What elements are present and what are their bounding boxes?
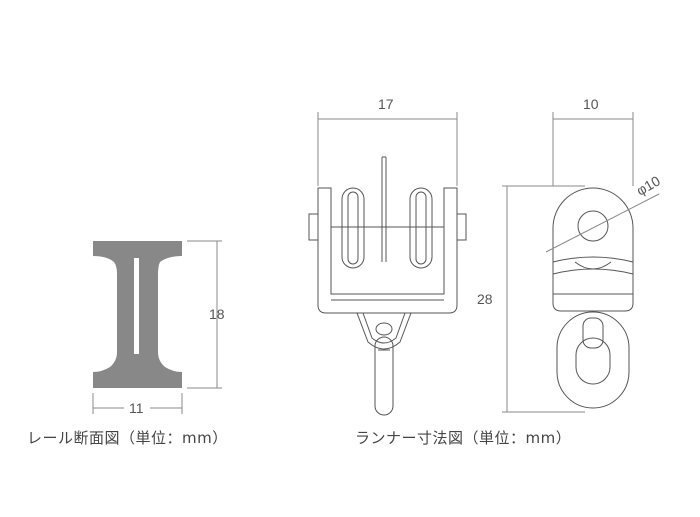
- runner-front-view: [308, 156, 467, 416]
- runner-height-dimension: [502, 185, 585, 413]
- rail-width-label: 11: [129, 400, 144, 416]
- front-width-label: 17: [378, 96, 394, 112]
- runner-height-label: 28: [477, 291, 493, 307]
- rail-height-label: 18: [209, 306, 225, 322]
- rail-height-dimension: [187, 240, 222, 389]
- axle-right: [456, 213, 467, 241]
- hole-diameter-leader: [545, 193, 660, 253]
- rail-section-caption: レール断面図（単位：mm）: [27, 429, 228, 447]
- wheel-left-inner: [347, 191, 359, 265]
- wheel-right: [409, 187, 433, 269]
- rail-width-dimension: [92, 393, 183, 414]
- runner-side-view: [552, 187, 634, 409]
- rail-cross-section: [93, 241, 182, 388]
- runner-frame: [317, 187, 458, 314]
- side-width-label: 10: [583, 96, 599, 112]
- front-width-dimension: [317, 112, 458, 186]
- side-body: [552, 187, 634, 312]
- wheel-left: [341, 187, 365, 269]
- rail-center-slot: [134, 258, 139, 354]
- runner-caption: ランナー寸法図（単位：mm）: [355, 429, 572, 447]
- wheel-right-inner: [415, 191, 427, 265]
- side-pulley-hole: [577, 210, 609, 242]
- side-swivel-link: [556, 311, 630, 409]
- axle-left: [308, 213, 319, 241]
- runner-hanger: [356, 312, 412, 350]
- runner-hook: [374, 336, 394, 416]
- side-width-dimension: [552, 112, 634, 186]
